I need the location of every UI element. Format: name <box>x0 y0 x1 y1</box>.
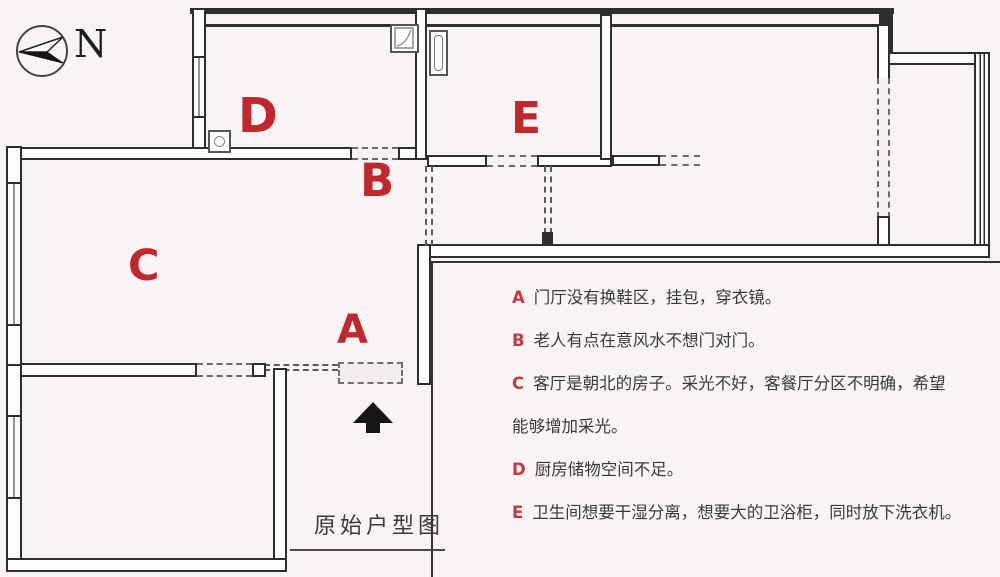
kitchen-sink-icon <box>390 24 419 53</box>
wall-balcony-divider-lower <box>877 216 890 246</box>
wall-foyer-right <box>417 244 431 385</box>
wall-kitchen-left-upper <box>192 8 206 58</box>
wall-bath-bottom-left <box>427 155 487 167</box>
wall-left-d <box>6 497 22 560</box>
door-balcony-sliding <box>877 78 890 218</box>
annotation-letter: B <box>512 331 525 350</box>
window-lowerroom <box>6 415 22 499</box>
room-label-C: C <box>128 241 160 291</box>
room-label-A: A <box>337 307 368 353</box>
room-label-B: B <box>360 154 395 207</box>
annotation-item-A: A 门厅没有换鞋区，挂包，穿衣镜。 <box>512 276 987 319</box>
wall-kitchen-left-lower <box>192 116 206 150</box>
wall-left-c <box>6 364 22 417</box>
wall-top-outer <box>190 8 894 14</box>
wall-bath-right <box>600 14 612 160</box>
wall-livingroom-top <box>6 147 352 160</box>
corridor-boundary-right <box>544 166 552 234</box>
wall-bedroom-entry <box>612 155 660 166</box>
corridor-boundary-left <box>425 166 433 246</box>
window-livingroom <box>6 182 22 326</box>
opening-dining-boundary <box>264 364 338 371</box>
compass-icon <box>16 25 68 77</box>
room-label-E: E <box>511 93 542 144</box>
door-bedroom <box>660 155 700 166</box>
wall-left-a <box>6 146 22 184</box>
wall-lowerroom-right <box>273 368 287 572</box>
annotation-letter: A <box>512 288 525 307</box>
wall-bath-bottom-right <box>537 155 612 167</box>
annotation-letter: D <box>512 460 526 479</box>
annotation-text: 门厅没有换鞋区，挂包，穿衣镜。 <box>533 288 782 307</box>
annotation-letter: E <box>512 503 524 522</box>
plan-title: 原始户型图 <box>314 514 445 539</box>
annotation-item-E: E 卫生间想要干湿分离，想要大的卫浴柜，同时放下洗衣机。 <box>512 491 987 534</box>
annotation-text: 厨房储物空间不足。 <box>534 460 684 479</box>
kitchen-stove-icon <box>208 130 231 153</box>
wall-rightwing-bottom <box>417 244 990 258</box>
annotation-item-D: D 厨房储物空间不足。 <box>512 448 987 491</box>
annotation-letter: C <box>512 374 525 393</box>
door-bathroom <box>487 155 537 167</box>
wall-livingroom-bottom-stub <box>252 363 266 377</box>
door-kitchen-B <box>352 147 398 160</box>
wall-balcony-divider-upper <box>877 24 890 80</box>
annotation-panel-border <box>431 261 1000 577</box>
annotation-text: 老人有点在意风水不想门对门。 <box>533 331 765 350</box>
bathroom-column-icon <box>429 30 448 76</box>
wall-left-b <box>6 324 22 366</box>
wall-lowerroom-bottom <box>6 558 287 572</box>
window-balcony <box>974 52 990 258</box>
entrance-arrow-icon <box>353 402 393 433</box>
compass-north-label: N <box>74 22 108 66</box>
room-label-D: D <box>238 88 278 144</box>
plan-title-underline <box>290 549 445 551</box>
door-entrance-A <box>338 362 403 384</box>
annotation-text: 卫生间想要干湿分离，想要大的卫浴柜，同时放下洗衣机。 <box>532 503 962 522</box>
door-lower-bedroom <box>197 363 252 377</box>
wall-corridor-stub <box>542 232 553 246</box>
wall-top-inner <box>205 24 879 27</box>
window-kitchen <box>192 56 206 118</box>
annotation-item-B: B 老人有点在意风水不想门对门。 <box>512 319 987 362</box>
wall-livingroom-bottom <box>6 363 197 377</box>
annotation-text: 客厅是朝北的房子。采光不好，客餐厅分区不明确，希望能够增加采光。 <box>512 374 946 436</box>
